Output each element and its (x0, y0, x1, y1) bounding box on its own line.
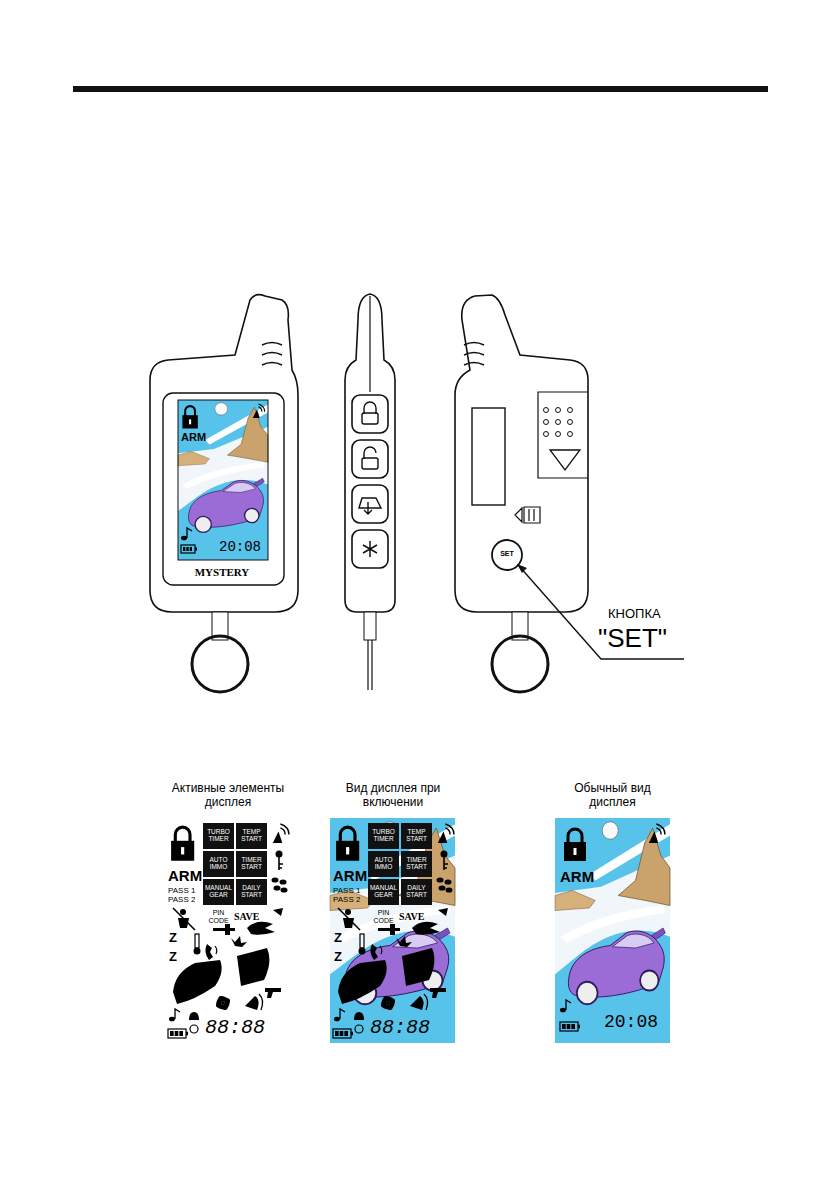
mode-box: AUTO IMMO (368, 851, 399, 877)
signal-icon (253, 404, 265, 418)
asterisk-symbol (363, 541, 377, 557)
lcd-picture (178, 400, 268, 560)
mode-box: TEMP START (236, 823, 267, 849)
speaker-slots (262, 343, 282, 366)
sleep-letter: Z (169, 931, 183, 946)
lock-symbol (362, 413, 378, 424)
vent-hole (556, 408, 561, 413)
mode-box: MANUAL GEAR (203, 879, 234, 905)
seam-line (369, 296, 370, 392)
clock-display: 20:08 (604, 1012, 666, 1033)
pass-indicator: PASS 1 (333, 886, 367, 895)
button-label: SET (497, 550, 517, 558)
panel-heading: Обычный вид дисплея (550, 782, 675, 810)
brand-name: MYSTERY (188, 566, 256, 579)
remote-button (352, 485, 388, 523)
battery-mark (515, 507, 540, 523)
strap (368, 640, 372, 690)
lock-symbol (364, 447, 376, 459)
display-bezel (163, 393, 284, 585)
mode-indicator: ARM (333, 867, 369, 884)
lock-symbol (362, 458, 378, 469)
vent-hole (568, 432, 573, 437)
mode-indicator: ARM (168, 867, 204, 884)
vent-hole (544, 420, 549, 425)
battery-icon (560, 1022, 580, 1031)
save-indicator: SAVE (234, 911, 268, 923)
mode-box: TURBO TIMER (368, 823, 399, 849)
lock-icon (564, 829, 586, 861)
lock-symbol (364, 402, 376, 414)
pin-code-indicator: PIN CODE (370, 909, 397, 924)
signal-icon (273, 824, 289, 843)
pass-indicator: PASS 2 (333, 895, 367, 904)
lcd-picture (555, 818, 670, 1043)
callout-label: КНОПКА (608, 607, 688, 622)
melody-icon (181, 528, 192, 540)
melody-icon (334, 1009, 345, 1021)
label-window (472, 408, 505, 505)
key-ring (492, 636, 548, 692)
lock-icon (171, 827, 194, 861)
mode-box: TIMER START (401, 851, 432, 877)
vent-hole (544, 432, 549, 437)
lock-icon (182, 406, 197, 428)
remote-housing (150, 295, 298, 612)
save-indicator: SAVE (399, 911, 433, 923)
trunk-symbol (359, 498, 381, 514)
vent-hole (544, 408, 549, 413)
clock-display: 20:08 (219, 539, 267, 555)
mode-box: TURBO TIMER (203, 823, 234, 849)
segment-display: 88:88 (205, 1016, 285, 1039)
battery-icon (333, 1029, 353, 1038)
callout-label: "SET" (598, 624, 698, 654)
mode-box: DAILY START (236, 879, 267, 905)
segment-display: 88:88 (370, 1016, 450, 1039)
sleep-letter: Z (169, 950, 183, 965)
mode-box: DAILY START (401, 879, 432, 905)
lcd-picture (330, 818, 455, 1043)
battery-icon (181, 545, 197, 553)
mode-box: TIMER START (236, 851, 267, 877)
melody-icon (560, 1000, 571, 1012)
remote-button (352, 530, 388, 568)
battery-icon (168, 1029, 188, 1038)
remote-side (345, 294, 395, 612)
signal-icon (438, 824, 454, 843)
mode-box: TEMP START (401, 823, 432, 849)
mode-box: AUTO IMMO (203, 851, 234, 877)
mode-indicator: ARM (181, 431, 215, 444)
pin-code-indicator: PIN CODE (205, 909, 232, 924)
leader-arrow (517, 564, 527, 573)
arrow-mark (550, 450, 580, 470)
sleep-letter: Z (334, 931, 348, 946)
panel-heading: Активные элементы дисплея (158, 782, 298, 810)
set-button (492, 540, 522, 570)
melody-icon (169, 1009, 180, 1021)
vent-hole (556, 420, 561, 425)
strap-link (364, 612, 376, 640)
vent-hole (568, 408, 573, 413)
remote-button (352, 440, 388, 478)
panel-heading: Вид дисплея при включении (318, 782, 468, 810)
vent-hole (568, 420, 573, 425)
remote-button (352, 395, 388, 433)
signal-icon (649, 824, 665, 843)
top-rule (73, 86, 768, 92)
battery-cover (538, 392, 588, 478)
pass-indicator: PASS 1 (168, 886, 202, 895)
speaker-slots (464, 343, 484, 366)
sleep-letter: Z (334, 950, 348, 965)
key-ring (192, 636, 248, 692)
lock-icon (336, 827, 359, 861)
pass-indicator: PASS 2 (168, 895, 202, 904)
remote-back (455, 295, 588, 612)
vent-hole (556, 432, 561, 437)
mode-box: MANUAL GEAR (368, 879, 399, 905)
mode-indicator: ARM (560, 868, 600, 885)
display-frame (178, 400, 268, 560)
